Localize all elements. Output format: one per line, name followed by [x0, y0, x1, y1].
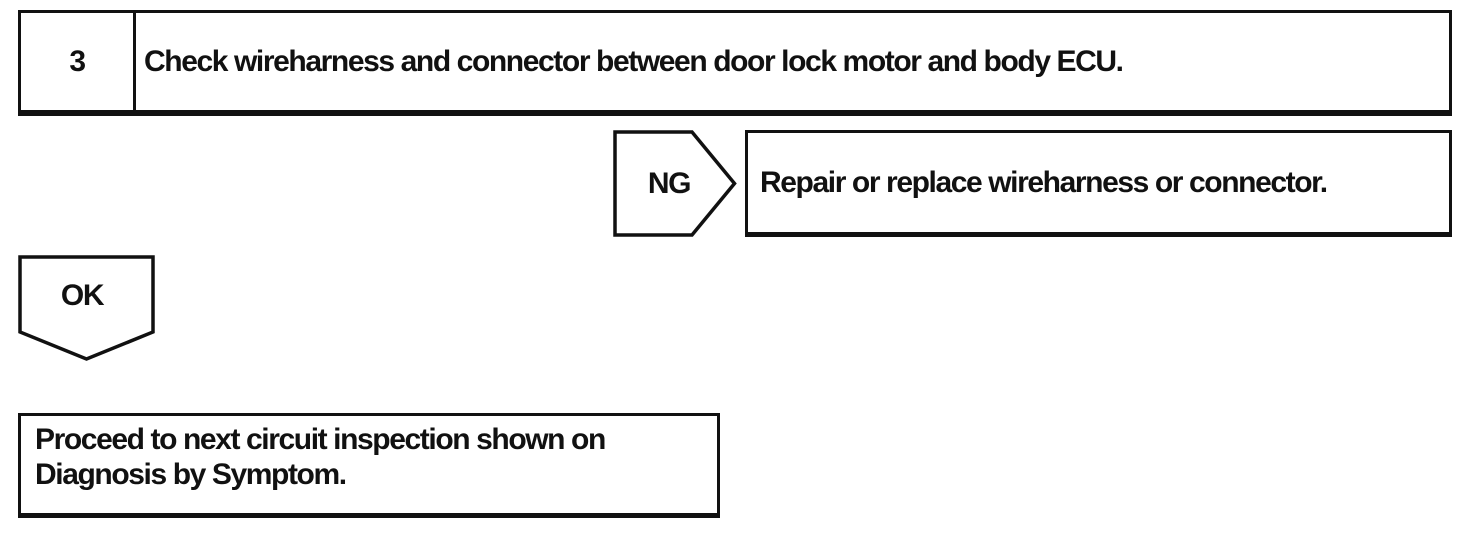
ok-action-text: Proceed to next circuit inspection shown… [35, 423, 606, 491]
ng-connector-label: NG [647, 167, 692, 200]
ng-pentagon-icon [613, 130, 737, 237]
ok-action-box: Proceed to next circuit inspection shown… [18, 413, 720, 518]
ok-pentagon-icon [18, 255, 155, 361]
ok-connector: OK [18, 255, 155, 361]
ok-connector-label: OK [60, 279, 105, 312]
step-box: 3 Check wireharness and connector betwee… [18, 10, 1452, 116]
ng-action-box: Repair or replace wireharness or connect… [745, 130, 1452, 237]
ng-action-text: Repair or replace wireharness or connect… [760, 166, 1328, 199]
ng-connector: NG [613, 130, 737, 237]
step-instruction: Check wireharness and connector between … [144, 45, 1124, 78]
step-number: 3 [21, 13, 136, 110]
